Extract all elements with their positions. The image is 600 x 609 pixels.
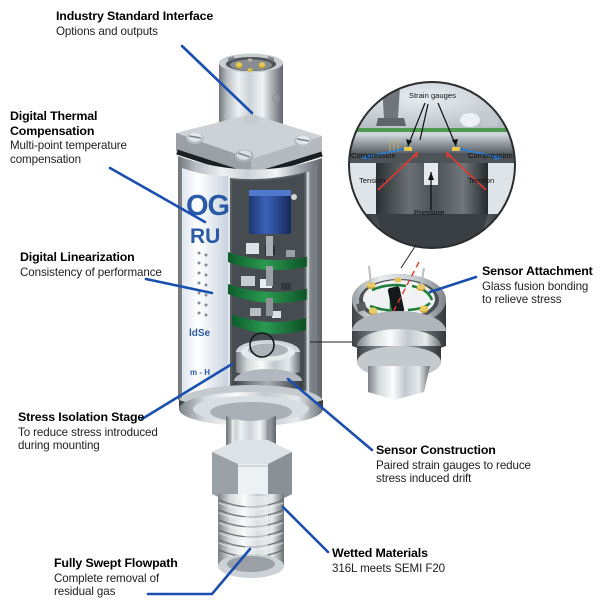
- inset-label-compression-left: Compression: [351, 151, 396, 160]
- leader-digital-linearization: [144, 277, 214, 295]
- internal-electronics: [228, 190, 308, 404]
- svg-text:ldSe: ldSe: [189, 328, 211, 339]
- callout-title: Sensor Construction: [376, 443, 496, 457]
- housing-cylinder: OG RU ldSe m - H: [178, 156, 322, 410]
- svg-text:OG: OG: [186, 190, 229, 222]
- leader-wetted-materials: [281, 505, 330, 554]
- callout-title: Industry Standard Interface: [56, 9, 214, 23]
- callout-title: Digital Linearization: [20, 250, 135, 264]
- inset-label-pressure: Pressure: [414, 208, 445, 217]
- product-label: OG RU ldSe m - H: [182, 168, 230, 402]
- leader-industry-standard-interface: [180, 44, 254, 115]
- connector-interface: [219, 53, 283, 130]
- callout-title: Sensor Attachment: [482, 264, 593, 278]
- svg-text:m - H: m - H: [190, 368, 210, 377]
- callout-title: Stress Isolation Stage: [18, 410, 145, 424]
- sensor-posts: [366, 277, 429, 315]
- transducer-assembly: OG RU ldSe m - H: [176, 53, 323, 578]
- leader-sensor-construction: [286, 377, 374, 452]
- leader-stress-isolation-stage: [140, 362, 234, 421]
- callout-digital-thermal-compensation: Digital Thermal Compensation Multi-point…: [10, 109, 127, 167]
- flange-screws: [186, 114, 312, 163]
- inset-strain-gauge-diagram: [348, 81, 516, 269]
- leader-digital-thermal-compensation: [108, 166, 207, 224]
- callout-sensor-attachment: Sensor Attachment Glass fusion bonding t…: [482, 264, 593, 307]
- leader-fully-swept-flowpath: [146, 547, 252, 596]
- svg-text:RU: RU: [190, 225, 220, 248]
- callout-industry-standard-interface: Industry Standard Interface Options and …: [56, 9, 213, 38]
- callout-subtitle: Consistency of performance: [20, 265, 162, 279]
- callout-fully-swept-flowpath: Fully Swept Flowpath Complete removal of…: [54, 556, 178, 599]
- callout-subtitle: Multi-point temperature compensation: [10, 139, 127, 166]
- connector-pins: [235, 58, 266, 72]
- callout-title: Digital Thermal Compensation: [10, 109, 98, 138]
- stress-isolation-stage-part: [179, 385, 323, 456]
- callout-title: Fully Swept Flowpath: [54, 556, 178, 570]
- callout-title: Wetted Materials: [332, 546, 428, 560]
- callout-sensor-construction: Sensor Construction Paired strain gauges…: [376, 443, 531, 486]
- inset-label-compression-right: Compression: [468, 151, 513, 160]
- inset-label-strain-gauges: Strain gauges: [409, 91, 456, 100]
- leader-lines: [108, 44, 478, 596]
- callout-digital-linearization: Digital Linearization Consistency of per…: [20, 250, 162, 279]
- inset-label-tension-right: Tension: [468, 176, 495, 185]
- callout-subtitle: Paired strain gauges to reduce stress in…: [376, 458, 531, 486]
- threaded-fitting: [218, 494, 284, 578]
- leader-sensor-attachment: [428, 275, 478, 294]
- callout-subtitle: To reduce stress introduced during mount…: [18, 425, 158, 453]
- callout-wetted-materials: Wetted Materials 316L meets SEMI F20: [332, 546, 445, 575]
- sensor-module: [310, 261, 446, 400]
- callout-subtitle: 316L meets SEMI F20: [332, 561, 446, 575]
- callout-subtitle: Options and outputs: [56, 24, 158, 38]
- callout-subtitle: Complete removal of residual gas: [54, 571, 160, 599]
- callout-subtitle: Glass fusion bonding to relieve stress: [482, 279, 589, 307]
- callout-stress-isolation-stage: Stress Isolation Stage To reduce stress …: [18, 410, 158, 453]
- inset-label-tension-left: Tension: [359, 176, 386, 185]
